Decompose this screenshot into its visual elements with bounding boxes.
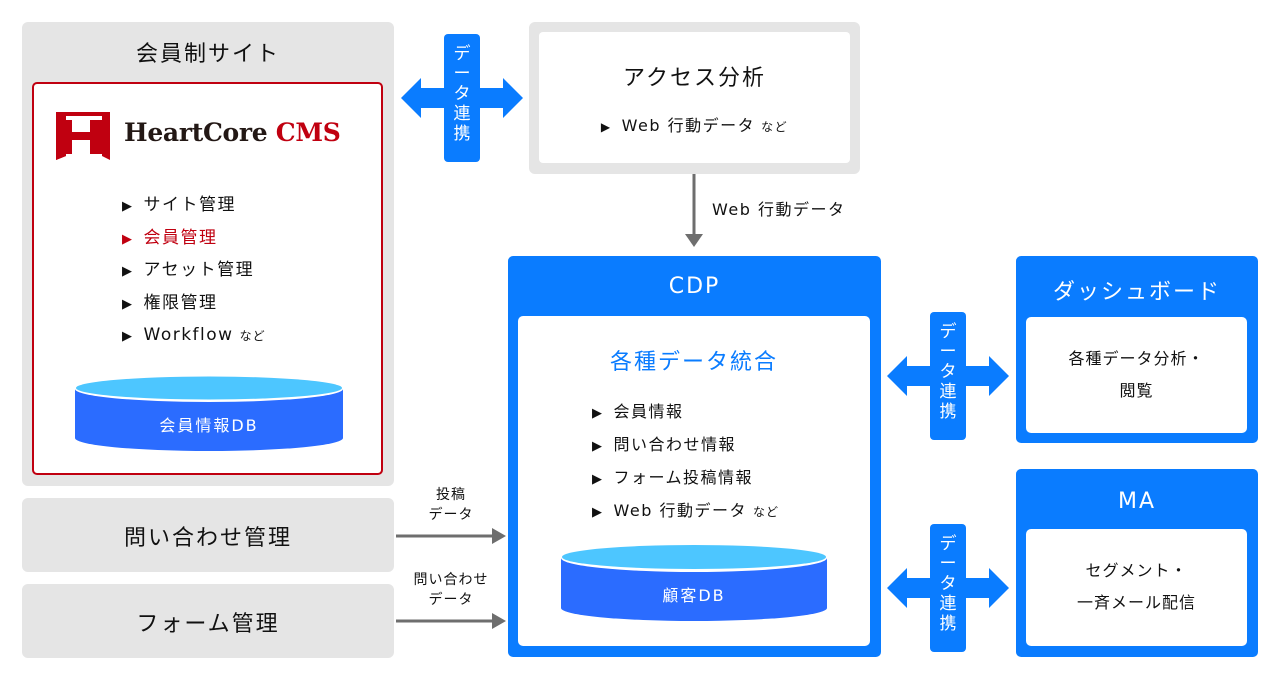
member-site-title: 会員制サイト [135, 42, 280, 67]
double-arrow-icon [401, 34, 523, 162]
data-link-connector-cdp-dashboard: デ ー タ 連 携 [887, 312, 1009, 440]
double-arrow-icon [887, 524, 1009, 652]
customer-database: 顧客DB [561, 544, 827, 622]
bullet-triangle-icon: ▶ [592, 406, 604, 421]
access-analysis-inner: アクセス分析 ▶Web 行動データなど [539, 32, 850, 163]
cdp-item-web-behavior: ▶Web 行動データなど [592, 495, 862, 528]
bullet-triangle-icon: ▶ [592, 439, 604, 454]
inquiry-management-title: 問い合わせ管理 [123, 526, 292, 551]
double-arrow-icon [887, 312, 1009, 440]
ma-title: MA [1117, 489, 1157, 514]
access-analysis-panel: アクセス分析 ▶Web 行動データなど [529, 22, 860, 174]
cms-feature-member-management: ▶会員管理 [122, 223, 362, 256]
bullet-triangle-icon: ▶ [122, 199, 134, 214]
heartcore-cms-logo: HeartCore CMS [56, 112, 366, 160]
arrow-right-icon [396, 528, 506, 544]
cms-feature-permission-management: ▶権限管理 [122, 288, 362, 321]
ma-box: MA セグメント・ 一斉メール配信 [1016, 469, 1258, 657]
cdp-box: CDP 各種データ統合 ▶会員情報 ▶問い合わせ情報 ▶フォーム投稿情報 ▶We… [508, 256, 881, 657]
inquiry-management-panel: 問い合わせ管理 [22, 498, 394, 572]
cms-feature-site-management: ▶サイト管理 [122, 190, 362, 223]
cdp-item-form-post-info: ▶フォーム投稿情報 [592, 462, 862, 495]
member-db-label: 会員情報DB [159, 416, 259, 435]
member-info-database: 会員情報DB [75, 376, 343, 452]
arrow-right-icon [396, 613, 506, 629]
cdp-title: CDP [668, 274, 721, 299]
flow-arrows-to-cdp [396, 528, 506, 629]
access-analysis-title: アクセス分析 [623, 66, 766, 91]
heartcore-cms-wordmark: HeartCore CMS [124, 118, 341, 147]
web-behavior-flow-label: Web 行動データ [712, 200, 846, 219]
dashboard-description: 各種データ分析・ 閲覧 [1068, 349, 1205, 400]
data-link-connector-cdp-ma: デ ー タ 連 携 [887, 524, 1009, 652]
dashboard-box: ダッシュボード 各種データ分析・ 閲覧 [1016, 256, 1258, 443]
data-link-label: デ ー タ 連 携 [453, 44, 471, 144]
cdp-inner: 各種データ統合 ▶会員情報 ▶問い合わせ情報 ▶フォーム投稿情報 ▶Web 行動… [518, 316, 870, 646]
arrow-down-icon [685, 174, 703, 247]
heartcore-logo-icon [56, 112, 110, 160]
cms-feature-asset-management: ▶アセット管理 [122, 255, 362, 288]
ma-inner: セグメント・ 一斉メール配信 [1026, 529, 1247, 646]
database-cylinder-icon [75, 376, 343, 451]
access-analysis-item: ▶Web 行動データなど [600, 116, 789, 135]
bullet-triangle-icon: ▶ [122, 264, 134, 279]
cdp-item-member-info: ▶会員情報 [592, 396, 862, 429]
dashboard-inner: 各種データ分析・ 閲覧 [1026, 317, 1247, 433]
bullet-triangle-icon: ▶ [122, 231, 134, 247]
post-data-flow-label: 投稿 データ [428, 487, 474, 523]
bullet-triangle-icon: ▶ [122, 329, 134, 344]
form-management-title: フォーム管理 [136, 612, 280, 637]
bullet-triangle-icon: ▶ [592, 472, 604, 487]
cdp-item-inquiry-info: ▶問い合わせ情報 [592, 429, 862, 462]
database-cylinder-icon [561, 544, 827, 621]
dashboard-title: ダッシュボード [1052, 280, 1221, 305]
cdp-subtitle: 各種データ統合 [609, 350, 778, 375]
inquiry-data-flow-label: 問い合わせ データ [413, 572, 489, 608]
bullet-triangle-icon: ▶ [592, 505, 604, 520]
heartcore-cms-box: HeartCore CMS ▶サイト管理 ▶会員管理 ▶アセット管理 ▶権限管理… [32, 82, 383, 475]
form-management-panel: フォーム管理 [22, 584, 394, 658]
customer-db-label: 顧客DB [662, 586, 726, 605]
cdp-data-list: ▶会員情報 ▶問い合わせ情報 ▶フォーム投稿情報 ▶Web 行動データなど [592, 396, 862, 528]
data-link-label: デ ー タ 連 携 [939, 534, 957, 634]
bullet-triangle-icon: ▶ [122, 296, 134, 312]
member-site-panel: 会員制サイト HeartCore CMS ▶サイト管理 ▶会員管理 ▶アセット管… [22, 22, 394, 486]
ma-description: セグメント・ 一斉メール配信 [1076, 561, 1196, 612]
bullet-triangle-icon: ▶ [600, 120, 612, 134]
data-link-label: デ ー タ 連 携 [939, 322, 957, 422]
data-link-connector-member-access: デ ー タ 連 携 [401, 34, 523, 162]
